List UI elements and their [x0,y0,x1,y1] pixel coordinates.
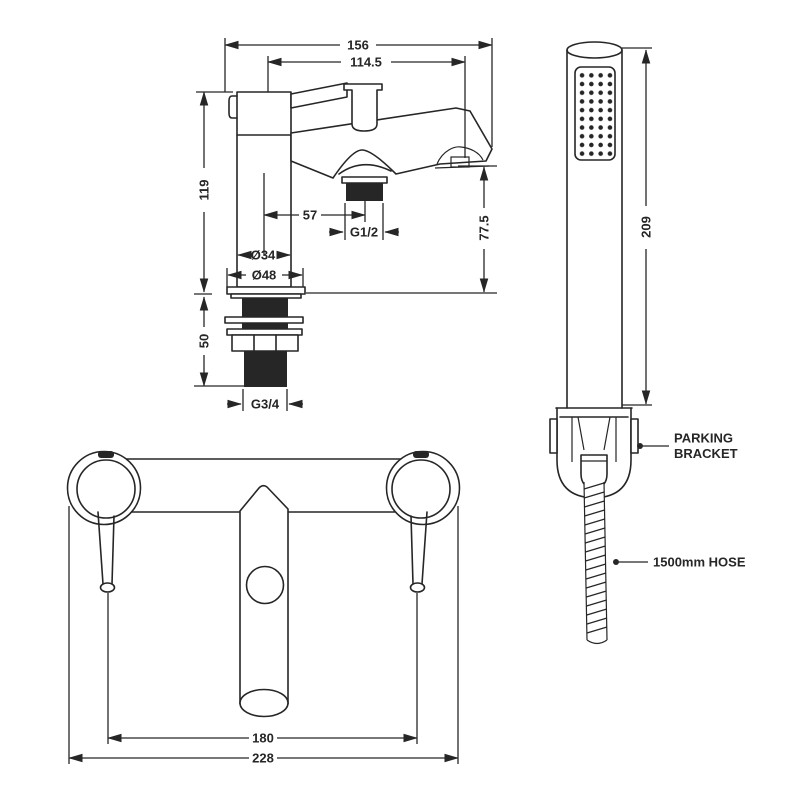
deck-plate [226,286,306,295]
dim-text-57: 57 [303,208,317,223]
dim-text-g34: G3/4 [251,397,280,412]
handset-body [566,49,623,409]
diverter-collar [341,176,388,184]
dim-clearance-below-spout: 77.5 [306,165,497,294]
dim-text-209: 209 [639,216,654,238]
dim-text-228: 228 [252,751,274,766]
shank-washer-2 [226,328,303,336]
dim-body-diameter: Ø34 [237,248,291,263]
front-diverter-pull [245,565,285,605]
dim-text-180: 180 [252,731,274,746]
dim-height-above-deck: 119 [194,91,233,295]
dim-text-77-5: 77.5 [477,215,492,240]
dim-text-50: 50 [197,334,212,348]
aerator-dome [436,146,484,165]
dim-overall-width: 228 [68,506,459,766]
front-valve-right-index [413,451,429,458]
side-view: 156 114.5 119 57 G1/2 [194,38,497,412]
label-text-hose: 1500mm HOSE [653,555,746,570]
dim-handset-length: 209 [622,47,654,406]
dim-handle-centres: 180 [107,593,418,746]
handset-view: 209 PARKING BRACKET 1500mm HOSE [549,41,746,645]
parking-bracket-ring [555,407,633,418]
tap-handle-grip [343,83,383,132]
hose-mask [584,482,607,640]
dim-text-156: 156 [347,38,369,53]
label-parking-bracket: PARKING BRACKET [637,431,738,461]
dim-shank-length: 50 [194,296,246,387]
dim-diverter-thread: G1/2 [329,203,399,240]
diverter-thread-g12 [346,183,383,201]
tap-spout [290,107,493,179]
shank-washer-1 [224,316,304,324]
spray-face-nozzles [577,71,615,158]
parking-bracket-tab-left [549,418,558,454]
shank-hex-nut [231,334,299,352]
label-text-bracket: BRACKET [674,446,738,461]
dim-overall-depth: 156 [224,38,493,147]
shank-thread-upper [242,298,288,317]
leader-dot-parking [637,443,643,449]
front-spout-outlet [239,688,289,718]
dim-text-d48: Ø48 [252,268,277,283]
deck-plate-lip [230,293,302,299]
spray-face-plate [574,66,616,161]
dim-text-119: 119 [197,180,212,201]
front-valve-left-inner [76,459,136,519]
handset-top-cap [566,41,623,59]
front-valve-left-index [98,451,114,458]
front-view: 180 228 [66,450,461,766]
front-lever-right-tip [409,582,426,593]
leader-dot-hose [613,559,619,565]
shank-thread-mid [242,323,288,329]
label-hose: 1500mm HOSE [613,555,746,570]
dim-spout-reach: 114.5 [267,55,466,158]
dim-text-d34: Ø34 [251,248,276,263]
hose-coils [583,482,608,634]
diverter-inner-line [338,163,392,175]
front-lever-left-tip [99,582,116,593]
front-valve-right-inner [391,459,451,519]
front-lever-right [410,511,428,585]
dim-base-diameter: Ø48 [226,268,304,287]
dim-inlet-thread: G3/4 [227,389,303,412]
shank-hex-nut-facets [253,334,277,352]
tap-body-side-knob [228,95,238,119]
parking-bracket-tab-right [630,418,639,454]
label-text-parking: PARKING [674,431,733,446]
dim-spout-outlet-offset: 57 [263,173,366,256]
hose-end [586,639,608,645]
dim-text-114-5: 114.5 [350,55,382,70]
tap-handle-arm [290,82,348,109]
front-lever-left [97,511,115,585]
parking-bracket-inner [571,416,617,462]
hose-edges [583,481,608,641]
dim-text-g12: G1/2 [350,225,378,240]
shank-thread-tail-g34 [244,351,287,387]
